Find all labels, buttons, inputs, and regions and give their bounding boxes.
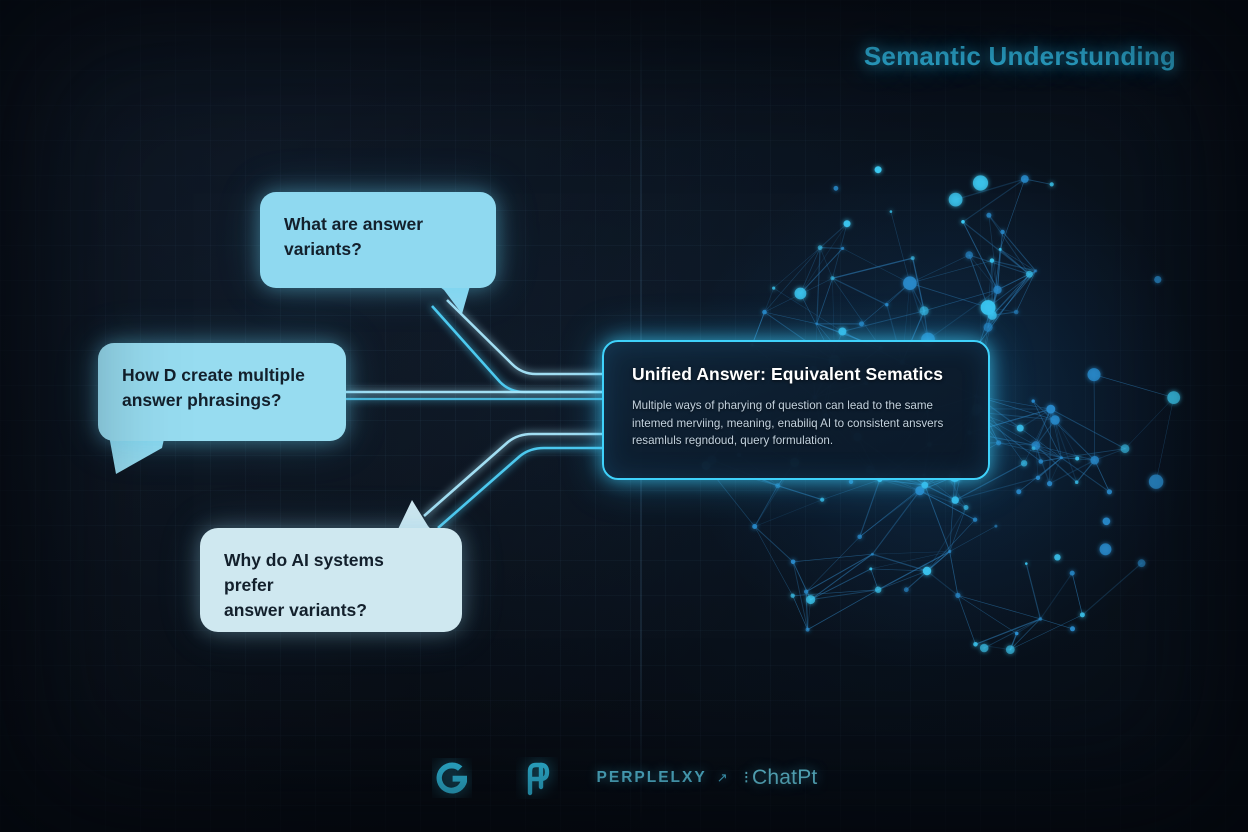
- brand-label-chatgpt: ChatPt: [752, 766, 817, 790]
- bubble-3-line-2: answer variants?: [224, 598, 438, 623]
- bubble-1-line-2: variants?: [284, 237, 472, 262]
- bubble-2-line-1: How D create multiple: [122, 363, 322, 388]
- brand-arrow-icon: ↗: [717, 770, 728, 786]
- brand-label-perplexity: PERPLELXY: [597, 769, 707, 787]
- card-body-line-1: Multiple ways of pharying of question ca…: [632, 397, 962, 415]
- card-body: Multiple ways of pharying of question ca…: [632, 397, 962, 450]
- google-g-icon[interactable]: [431, 757, 473, 799]
- bubble-1-line-1: What are answer: [284, 212, 472, 237]
- perplexity-p-icon[interactable]: [515, 756, 559, 800]
- card-body-line-3: resamluls regndoud, query formulation.: [632, 432, 962, 450]
- bubble-3-line-1: Why do AI systems prefer: [224, 548, 438, 598]
- chatgpt-mark-icon: ⁝: [744, 768, 749, 788]
- card-title: Unified Answer: Equivalent Sematics: [632, 364, 962, 385]
- unified-answer-card[interactable]: Unified Answer: Equivalent Sematics Mult…: [602, 340, 990, 480]
- question-bubble-1[interactable]: What are answer variants?: [260, 192, 496, 288]
- question-bubble-3[interactable]: Why do AI systems prefer answer variants…: [200, 528, 462, 632]
- page-title: Semantic Understunding: [864, 41, 1176, 72]
- question-bubble-2[interactable]: How D create multiple answer phrasings?: [98, 343, 346, 441]
- bubble-2-line-2: answer phrasings?: [122, 388, 322, 413]
- footer-logo-row: PERPLELXY ↗ ⁝ ChatPt: [0, 746, 1248, 810]
- card-body-line-2: intemed merviing, meaning, enabiliq AI t…: [632, 415, 962, 433]
